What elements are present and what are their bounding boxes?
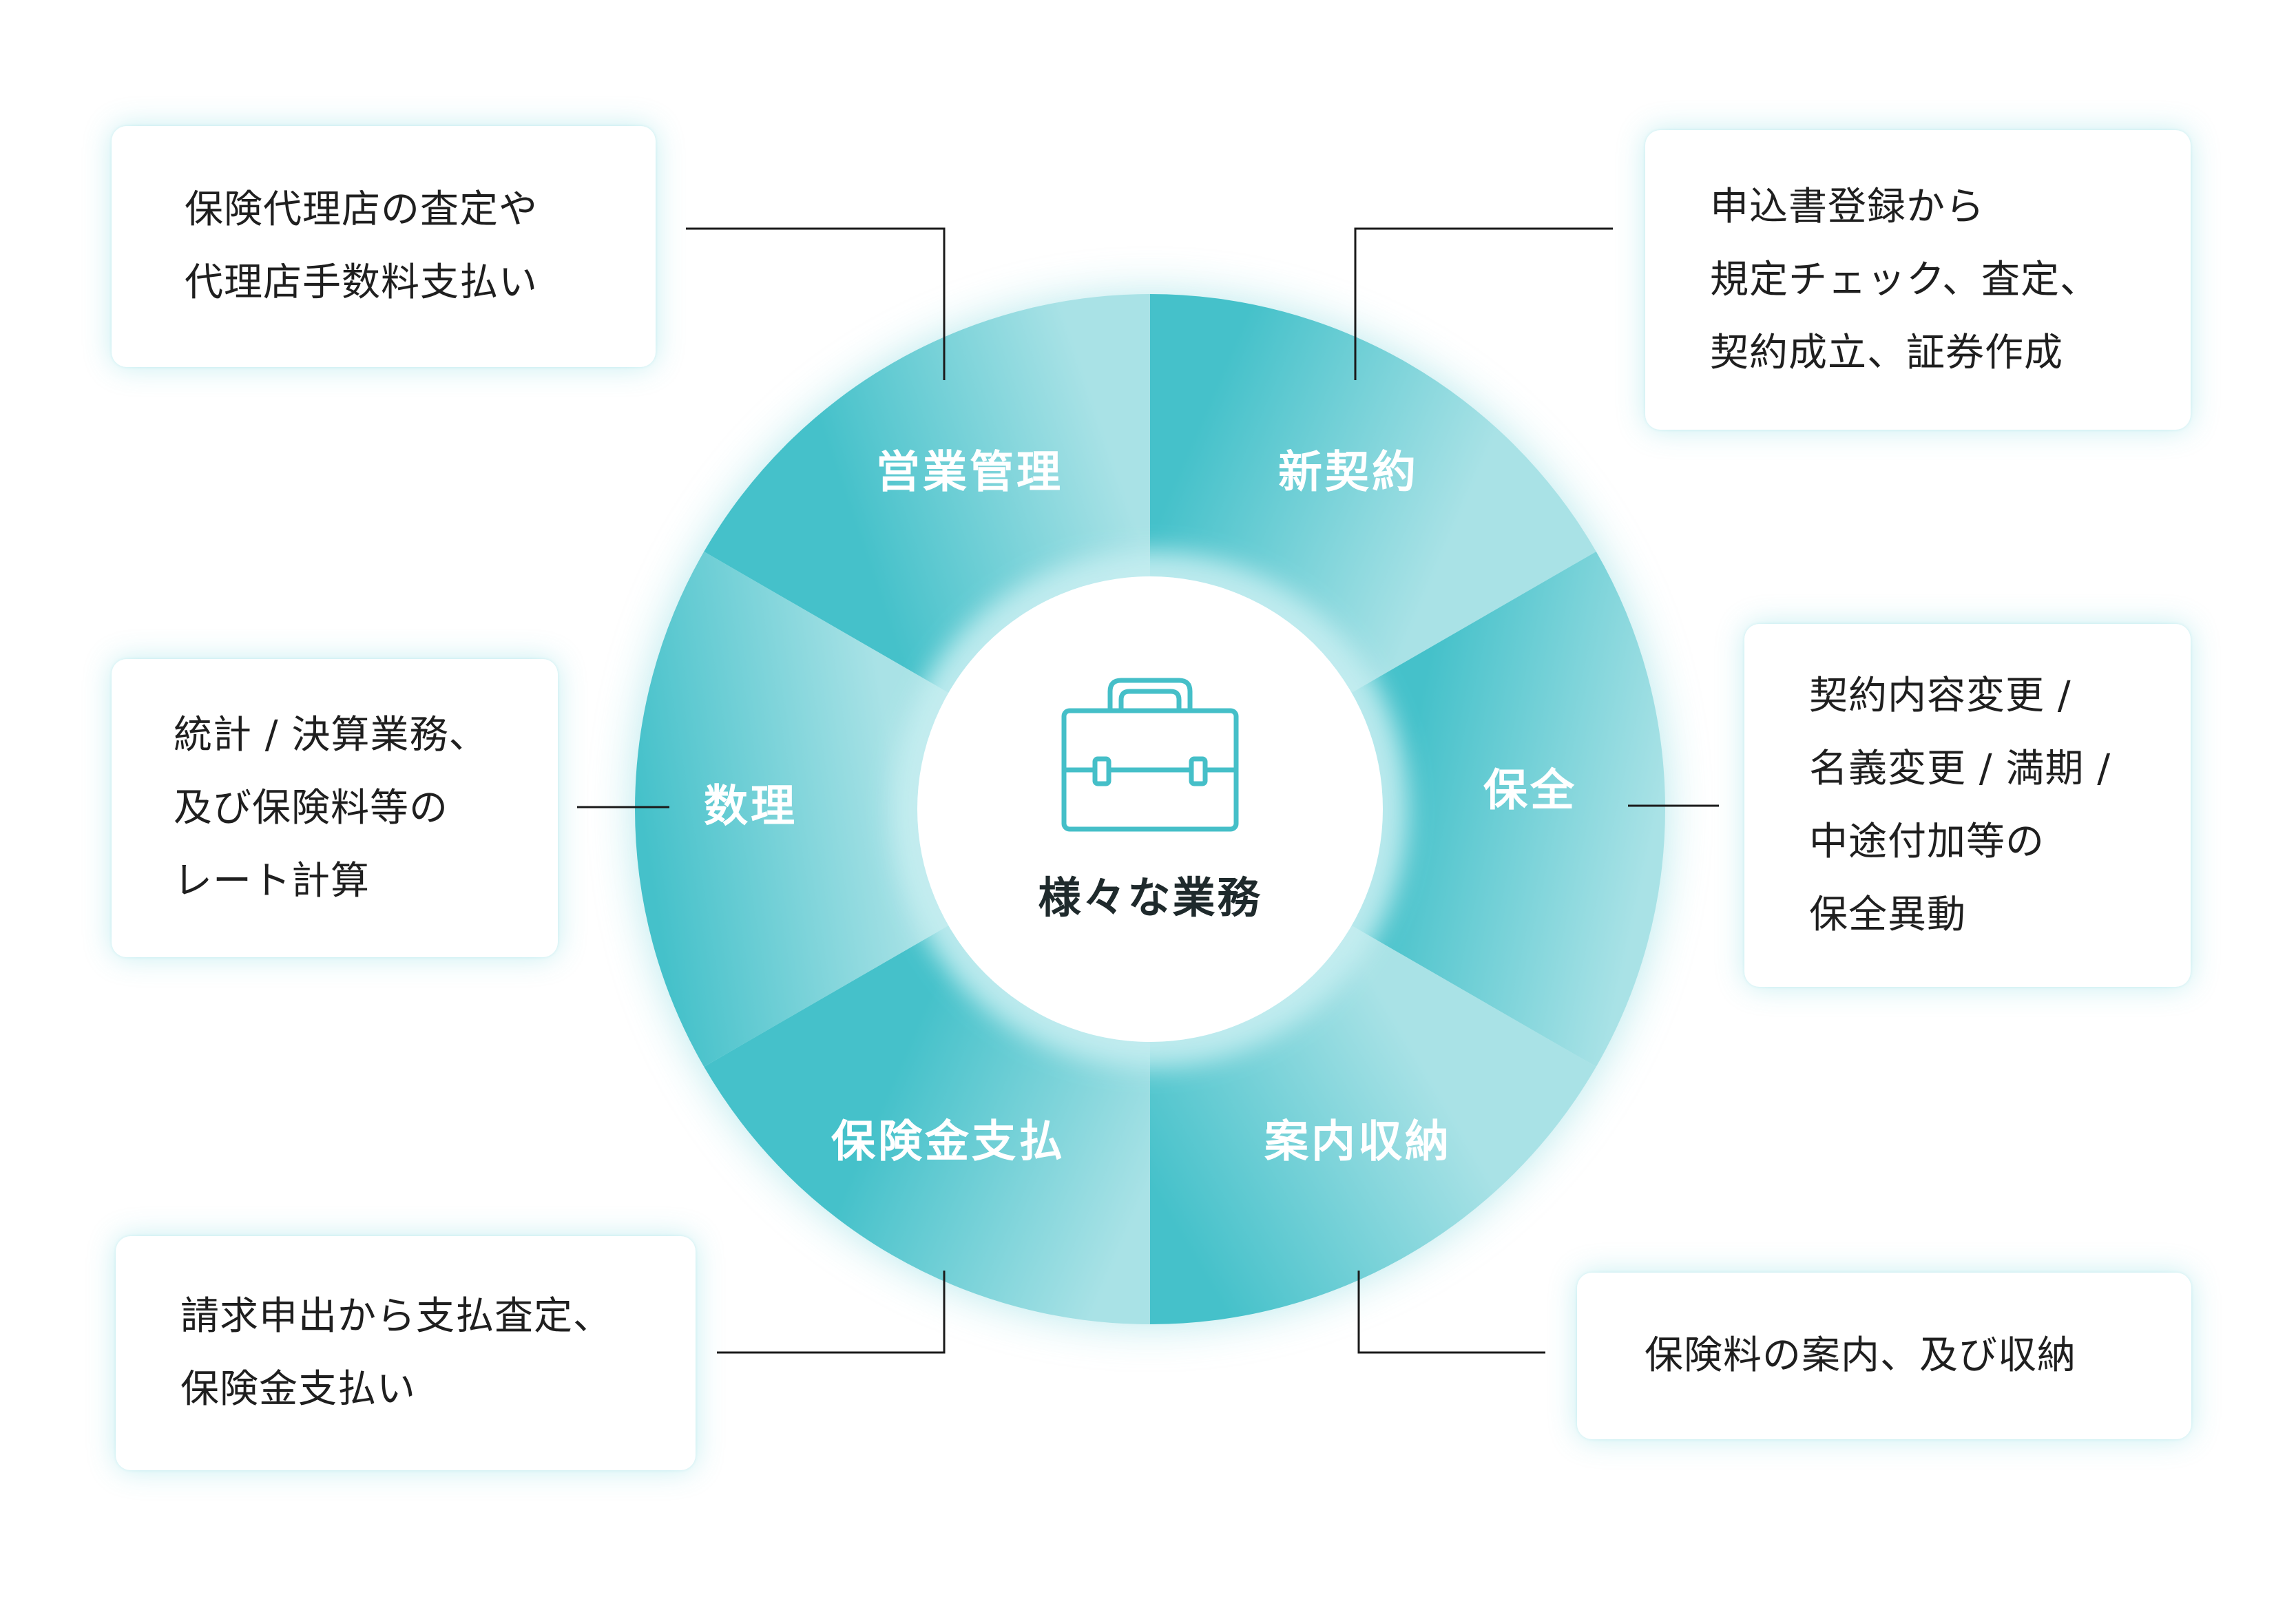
card-shinkeiyaku-line: 契約成立、証券作成	[1710, 330, 2063, 375]
card-annai-line: 保険料の案内、及び収納	[1645, 1333, 2076, 1378]
card-hozen-line: 保全異動	[1809, 892, 1966, 937]
card-hokenkin: 請求申出から支払査定、 保険金支払い	[116, 1236, 696, 1470]
segment-label-annai: 案内収納	[1264, 1117, 1452, 1168]
wheel-segments	[635, 294, 1666, 1324]
connector-shinkeiyaku	[1354, 227, 1613, 380]
card-suri-line: 統計 / 決算業務、	[174, 712, 488, 758]
connector-hokenkin	[717, 1271, 946, 1354]
card-hozen: 契約内容変更 / 名義変更 / 満期 / 中途付加等の 保全異動	[1744, 624, 2191, 987]
card-shinkeiyaku-line: 規定チェック、査定、	[1710, 257, 2099, 302]
segment-label-eigyo: 営業管理	[876, 448, 1063, 499]
card-annai: 保険料の案内、及び収納	[1577, 1273, 2191, 1439]
card-hokenkin-line: 請求申出から支払査定、	[180, 1294, 612, 1339]
center-label: 様々な業務	[1038, 873, 1262, 923]
segment-label-suri: 数理	[704, 782, 797, 833]
segment-hozen	[1351, 552, 1666, 1067]
segment-label-hokenkin: 保険金支払	[831, 1117, 1065, 1168]
segment-label-shinkeiyaku: 新契約	[1278, 448, 1419, 499]
segment-suri	[635, 552, 949, 1067]
briefcase-icon	[1061, 678, 1239, 832]
card-hozen-line: 名義変更 / 満期 /	[1809, 746, 2111, 791]
center-hub	[917, 576, 1383, 1042]
card-suri: 統計 / 決算業務、 及び保険料等の レート計算	[112, 659, 558, 957]
card-hozen-line: 契約内容変更 /	[1809, 673, 2071, 718]
card-eigyo-line: 保険代理店の査定や	[185, 187, 538, 232]
card-eigyo-line: 代理店手数料支払い	[185, 260, 538, 305]
card-hozen-line: 中途付加等の	[1809, 819, 2045, 864]
card-hokenkin-line: 保険金支払い	[180, 1367, 416, 1412]
card-suri-line: レート計算	[174, 858, 370, 904]
card-shinkeiyaku-line: 申込書登録から	[1710, 184, 1985, 229]
card-suri-line: 及び保険料等の	[174, 785, 448, 831]
card-shinkeiyaku: 申込書登録から 規定チェック、査定、 契約成立、証券作成	[1645, 130, 2191, 430]
connector-eigyo	[686, 227, 946, 380]
card-eigyo: 保険代理店の査定や 代理店手数料支払い	[112, 126, 656, 367]
segment-label-hozen: 保全	[1483, 766, 1577, 817]
connector-annai	[1357, 1271, 1545, 1354]
